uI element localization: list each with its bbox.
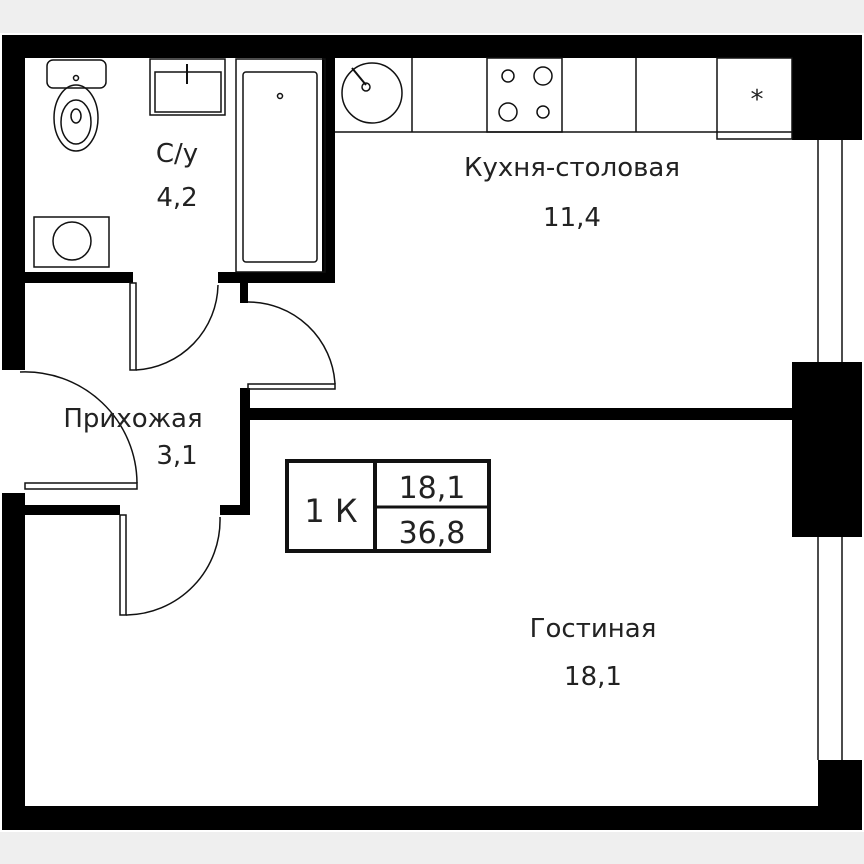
door-kitchen[interactable] (247, 301, 336, 390)
door-entrance[interactable] (19, 371, 138, 490)
kitchen-counter (335, 57, 793, 140)
room-name-living: Гостиная (530, 614, 657, 644)
bathtub-icon (235, 58, 326, 273)
floor (0, 33, 864, 832)
total-area-value: 36,8 (399, 516, 466, 551)
rooms-count: 1 К (304, 492, 358, 530)
room-name-kitchen: Кухня-столовая (464, 153, 680, 183)
apartment-summary: 1 К 18,1 36,8 (285, 459, 491, 553)
room-name-hallway: Прихожая (63, 404, 202, 434)
washing-machine-icon (33, 216, 110, 268)
room-area-bathroom: 4,2 (156, 183, 197, 213)
room-area-living: 18,1 (564, 662, 622, 692)
room-area-hallway: 3,1 (156, 441, 197, 471)
door-living-room[interactable] (119, 514, 221, 616)
cooktop-icon (486, 57, 563, 133)
kitchen-sink-icon (341, 62, 403, 124)
room-name-bathroom: С/у (156, 139, 198, 169)
windows (817, 140, 843, 760)
room-area-kitchen: 11,4 (543, 203, 601, 233)
living-area-value: 18,1 (399, 471, 466, 506)
walls (2, 35, 862, 830)
washbasin-icon (149, 58, 226, 116)
door-bathroom[interactable] (129, 282, 219, 371)
fridge-icon: * (751, 85, 764, 115)
toilet-icon (46, 59, 107, 152)
